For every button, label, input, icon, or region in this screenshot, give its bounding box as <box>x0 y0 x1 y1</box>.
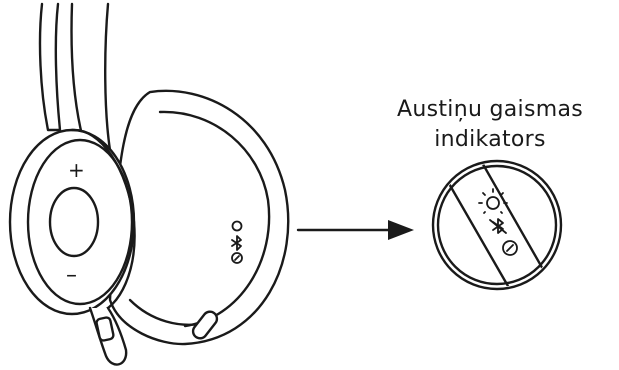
bluetooth-icon-small <box>231 235 242 251</box>
bluetooth-icon <box>489 218 507 234</box>
volume-up-label: + <box>68 158 85 182</box>
arrow-right-icon <box>296 220 414 240</box>
side-switch <box>191 310 219 340</box>
power-button-small-mark <box>234 255 240 261</box>
earcup-front-side <box>70 128 136 316</box>
indicator-light-small <box>231 220 243 232</box>
indicator-detail-magnifier <box>431 159 563 291</box>
callout-title-line-1: Austiņu gaismas <box>397 97 583 122</box>
callout-title-line-2: indikators <box>434 127 546 152</box>
earcup-back-rim <box>158 110 271 328</box>
headband <box>38 2 62 132</box>
power-icon <box>502 240 518 256</box>
headset-earcup-icon: + – <box>8 2 290 366</box>
center-button <box>48 186 100 258</box>
earcup-front-ring <box>26 138 134 306</box>
indicator-light-icon <box>478 188 508 214</box>
mic-boom-cap <box>95 316 115 342</box>
headband-inner <box>70 2 112 152</box>
magnifier-inner-ring <box>436 164 558 286</box>
power-button-small <box>231 252 243 264</box>
volume-down-label: – <box>66 263 77 288</box>
